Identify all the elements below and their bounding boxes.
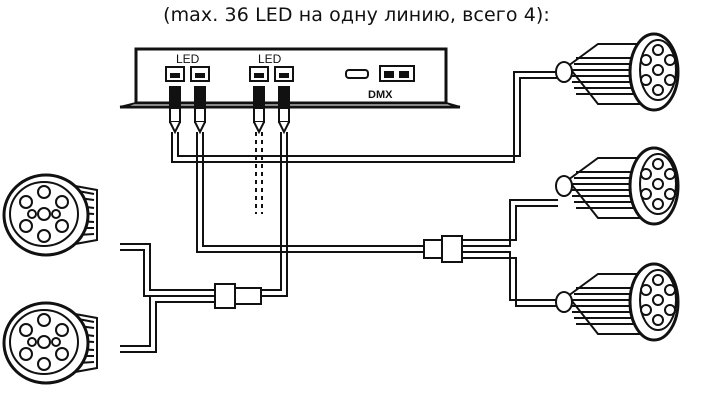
- diagram-caption: (max. 36 LED на одну линию, всего 4):: [163, 4, 550, 26]
- right-y-splitter: [423, 235, 463, 263]
- dmx-ports: [345, 65, 415, 82]
- cylinder-led-spotlight-icon: [554, 32, 680, 112]
- cylinder-led-spotlight-icon: [554, 262, 680, 342]
- led-port-group-1-label: LED: [176, 52, 200, 66]
- led-port-pins: [170, 73, 289, 78]
- round-led-spotlight-icon: [2, 301, 99, 385]
- cylinder-led-spotlight-icon: [554, 146, 680, 226]
- controller-box: LED LED DMX: [119, 47, 461, 109]
- cables: [120, 71, 558, 353]
- round-led-spotlight-icon: [2, 173, 99, 257]
- dmx-port-label: DMX: [368, 89, 393, 101]
- led-port-group-2-label: LED: [258, 52, 282, 66]
- left-y-splitter: [214, 283, 262, 309]
